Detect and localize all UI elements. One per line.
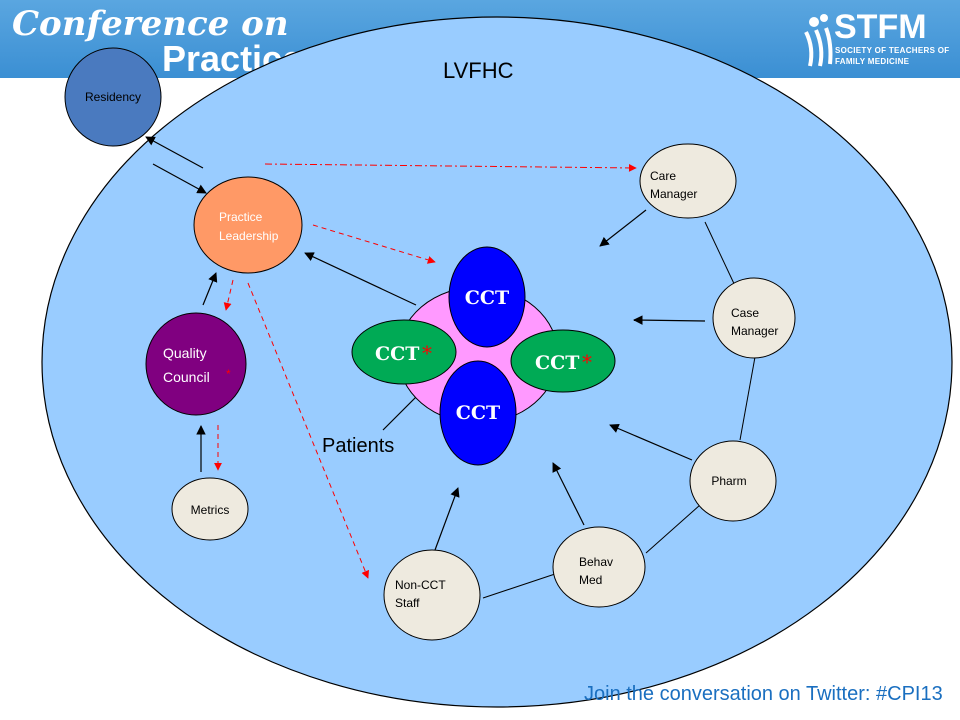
care-manager-node: Care Manager: [639, 143, 737, 219]
connector-care-case: [704, 221, 738, 291]
arrow-quality-to-leadership: [202, 272, 218, 306]
dashed-arrow-leadership-to-care: [264, 163, 637, 172]
cct-top-node: CCT: [448, 246, 526, 348]
connector-behav-noncct: [482, 573, 556, 599]
twitter-footer: Join the conversation on Twitter: #CPI13: [584, 683, 943, 705]
pharm-label: Pharm: [711, 474, 746, 488]
metrics-node: Metrics: [171, 477, 249, 541]
behav-med-label-2: Med: [579, 573, 602, 587]
org-subtitle-2: FAMILY MEDICINE: [835, 57, 910, 66]
practice-leadership-label-1: Practice: [219, 210, 263, 224]
care-manager-label-2: Manager: [650, 187, 697, 201]
arrow-case-manager: [633, 315, 706, 325]
arrow-non-cct-staff: [434, 487, 460, 551]
quality-council-label-1: Quality: [163, 345, 207, 361]
behav-med-label-1: Behav: [579, 555, 613, 569]
care-manager-label-1: Care: [650, 169, 676, 183]
cct-right-node: CCT *: [510, 329, 616, 393]
arrow-leadership-to-residency: [145, 136, 204, 169]
arrow-pharm: [609, 423, 693, 461]
cct-left-node: CCT *: [351, 319, 457, 385]
connector-pharm-behav: [645, 504, 701, 554]
residency-label: Residency: [85, 90, 141, 104]
cct-left-label: CCT: [375, 343, 419, 365]
dashed-arrow-leadership-to-noncct: [247, 282, 369, 579]
org-subtitle-1: SOCIETY OF TEACHERS OF: [835, 46, 950, 55]
case-manager-label-1: Case: [731, 306, 759, 320]
quality-council-label-2: Council: [163, 369, 210, 385]
conference-title-line1: Conference on: [12, 4, 289, 44]
quality-council-node: Quality Council *: [145, 312, 247, 416]
metrics-label: Metrics: [191, 503, 230, 517]
quality-council-mark: *: [226, 367, 231, 381]
cct-right-label: CCT: [535, 352, 579, 374]
patients-label: Patients: [322, 435, 394, 457]
arrow-behav-med: [552, 462, 585, 526]
cct-left-mark: *: [422, 341, 432, 365]
practice-leadership-label-2: Leadership: [219, 229, 279, 243]
cct-bottom-label: CCT: [456, 402, 500, 424]
cct-top-label: CCT: [465, 287, 509, 309]
dashed-arrow-leadership-to-cct: [312, 224, 436, 264]
cct-bottom-node: CCT: [439, 360, 517, 466]
non-cct-staff-node: Non-CCT Staff: [383, 549, 481, 641]
case-manager-node: Case Manager: [712, 277, 796, 359]
cct-right-mark: *: [582, 350, 592, 374]
non-cct-staff-label-1: Non-CCT: [395, 578, 446, 592]
arrow-residency-to-leadership: [152, 163, 207, 194]
residency-node: Residency: [64, 47, 162, 147]
arrow-cct-to-leadership: [304, 252, 417, 306]
case-manager-label-2: Manager: [731, 324, 778, 338]
connector-case-pharm: [739, 356, 756, 441]
practice-leadership-node: Practice Leadership: [193, 176, 303, 274]
behav-med-node: Behav Med: [552, 526, 646, 608]
non-cct-staff-label-2: Staff: [395, 596, 420, 610]
lvfhc-label: LVFHC: [443, 58, 514, 83]
stfm-logo-icon: [804, 14, 833, 67]
org-name: STFM: [834, 8, 927, 46]
pharm-node: Pharm: [689, 440, 777, 522]
arrow-care-manager: [599, 209, 647, 247]
